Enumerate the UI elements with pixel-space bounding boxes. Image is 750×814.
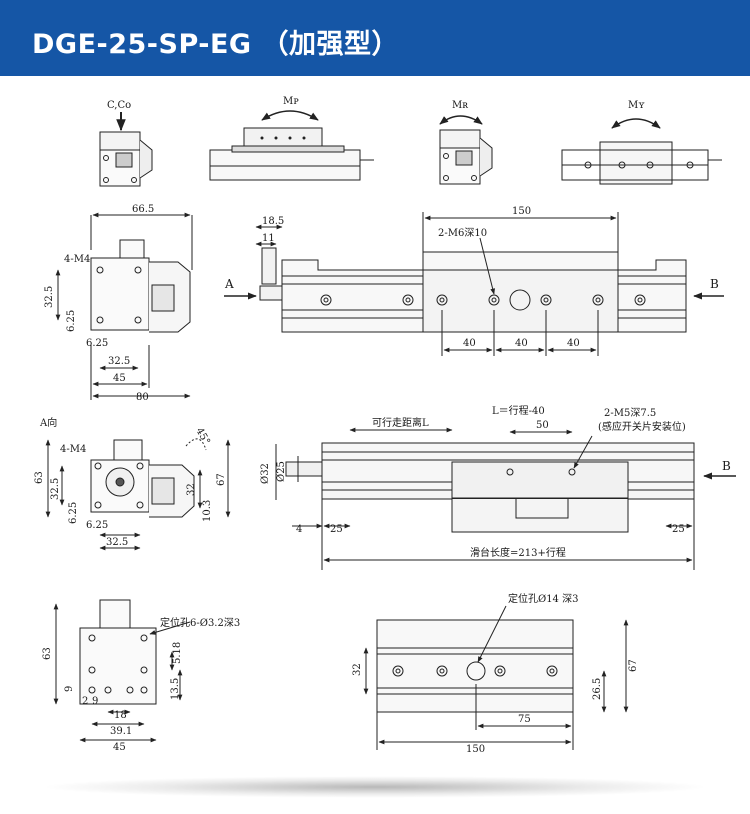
bl-dim-39-1: 39.1 (110, 726, 132, 737)
pitch-40-2: 40 (515, 338, 528, 349)
dia-25: Ø25 (276, 461, 287, 482)
front-view (55, 212, 193, 400)
a-dim-6-25-h: 6.25 (68, 502, 79, 524)
bottom-left-view (53, 599, 191, 743)
a-dim-63: 63 (34, 471, 45, 484)
dim-18-5: 18.5 (262, 216, 284, 227)
a-dim-32-5-w: 32.5 (106, 537, 128, 548)
header-bar: DGE-25-SP-EG （加强型） (0, 0, 750, 76)
bottom-left-labels: 定位孔6-Ø3.2深3 63 5.18 13.5 9 2 9 18 39.1 4… (42, 616, 240, 753)
dim-50: 50 (536, 420, 549, 431)
br-dim-67: 67 (628, 659, 639, 672)
side-view (275, 427, 736, 570)
br-dim-26-5: 26.5 (592, 678, 603, 700)
dim-32-5-w: 32.5 (108, 356, 130, 367)
bottom-right-view (363, 605, 629, 750)
dim-45: 45 (113, 373, 126, 384)
a-view (45, 438, 231, 551)
mr-moment-icon: Mʀ (439, 100, 493, 185)
dim-150: 150 (512, 206, 531, 217)
dim-6-25-w: 6.25 (86, 338, 108, 349)
label-travel: 可行走距离L (372, 416, 429, 429)
dia-32: Ø32 (260, 463, 271, 484)
pitch-40-1: 40 (463, 338, 476, 349)
dim-6-25-h: 6.25 (66, 310, 77, 332)
arrow-b-label: B (710, 277, 719, 291)
bl-dim-13-5: 13.5 (170, 678, 181, 700)
bottom-shadow (40, 776, 710, 798)
a-dim-67: 67 (216, 473, 227, 486)
pin-holes-6: 定位孔6-Ø3.2深3 (160, 616, 240, 629)
a-view-labels: A向 45° 4-M4 63 32.5 6.25 6.25 32.5 32 67… (34, 416, 227, 548)
dim-4: 4 (296, 524, 302, 535)
technical-drawing: C,Co Mᴘ Mʀ Mʏ (34, 96, 736, 755)
a-dim-32-5-h: 32.5 (50, 478, 61, 500)
dim-66-5: 66.5 (132, 204, 154, 215)
mr-label: Mʀ (452, 100, 468, 111)
side-view-labels: 可行走距离L L＝行程-40 50 2-M5深7.5 (感应开关片安装位) Ø3… (260, 404, 731, 559)
top-view-labels: 18.5 11 150 2-M6深10 A B 40 40 40 (224, 206, 719, 349)
bl-dim-45: 45 (113, 742, 126, 753)
my-moment-icon: Mʏ (561, 100, 722, 185)
my-label: Mʏ (628, 100, 645, 111)
a-dim-10-3: 10.3 (202, 500, 213, 522)
bl-dim-5-18: 5.18 (172, 642, 183, 664)
arrow-a-label: A (224, 277, 234, 291)
front-view-labels: 66.5 4-M4 32.5 6.25 6.25 32.5 45 80 (44, 204, 154, 403)
a-dim-6-25-w: 6.25 (86, 520, 108, 531)
bl-dim-9-w: 9 (92, 696, 98, 707)
holes-m5: 2-M5深7.5 (604, 407, 656, 419)
dim-11: 11 (262, 233, 275, 244)
label-stroke: L＝行程-40 (492, 404, 545, 417)
side-arrow-b: B (722, 459, 731, 473)
bottom-right-labels: 定位孔Ø14 深3 32 67 26.5 75 150 (352, 592, 639, 755)
mp-label: Mᴘ (283, 96, 299, 107)
br-dim-75: 75 (518, 714, 531, 725)
br-dim-32: 32 (352, 663, 363, 676)
a-dim-32: 32 (186, 483, 197, 496)
dim-25-right: 25 (672, 524, 685, 535)
holes-2-m6: 2-M6深10 (438, 227, 487, 239)
angle-45: 45° (193, 426, 211, 447)
dim-25-left: 25 (330, 524, 343, 535)
dim-total-length: 滑台长度=213+行程 (470, 546, 566, 559)
dim-4-m4: 4-M4 (64, 254, 90, 265)
top-view (224, 212, 724, 356)
bl-dim-18: 18 (114, 710, 127, 721)
bl-dim-2: 2 (82, 696, 88, 707)
holes-note: (感应开关片安装位) (598, 420, 686, 433)
br-dim-150: 150 (466, 744, 485, 755)
pitch-40-3: 40 (567, 338, 580, 349)
page-title: DGE-25-SP-EG （加强型） (32, 29, 399, 60)
dim-80: 80 (136, 392, 149, 403)
load-c-icon: C,Co (99, 100, 153, 187)
bl-dim-63: 63 (42, 647, 53, 660)
dim-32-5-h: 32.5 (44, 286, 55, 308)
load-c-label: C,Co (107, 100, 131, 111)
pin-hole-14: 定位孔Ø14 深3 (508, 592, 578, 605)
mp-moment-icon: Mᴘ (209, 96, 374, 181)
bl-dim-9-h: 9 (64, 686, 75, 692)
a-view-title: A向 (39, 416, 57, 429)
a-dim-4-m4: 4-M4 (60, 444, 86, 455)
